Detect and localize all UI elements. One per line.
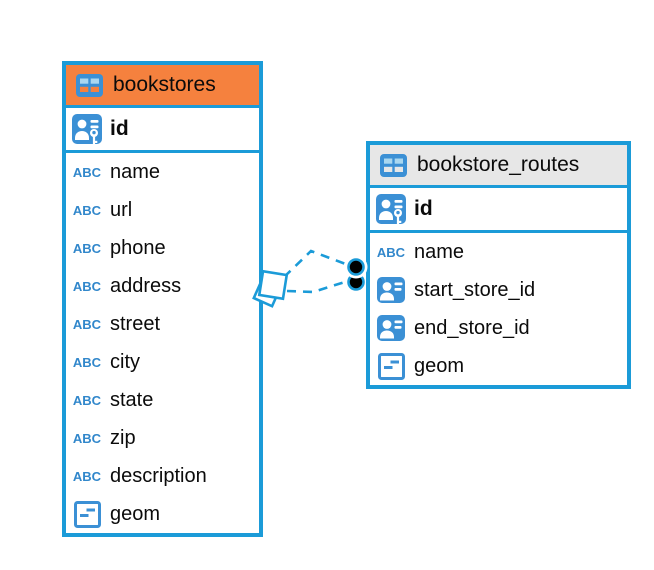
column-name: state [110,388,154,411]
column-name: geom [414,354,465,377]
text-type-icon: ABC [72,316,102,332]
column-name: address [110,274,182,297]
column-row-state[interactable]: ABC state [66,381,259,419]
column-row-geom[interactable]: geom [370,347,627,385]
column-row-name[interactable]: ABC name [66,153,259,191]
text-type-icon: ABC [72,392,102,408]
text-type-icon: ABC [72,468,102,484]
pk-row-bookstores-id[interactable]: id [66,108,259,153]
column-row-phone[interactable]: ABC phone [66,229,259,267]
object-type-icon [72,501,102,528]
column-row-zip[interactable]: ABC zip [66,419,259,457]
column-name: end_store_id [414,316,530,339]
column-row-name[interactable]: ABC name [370,233,627,271]
text-type-icon: ABC [72,430,102,446]
table-icon [378,154,408,177]
endpoint-halo [344,255,368,279]
column-row-city[interactable]: ABC city [66,343,259,381]
column-name: name [110,160,161,183]
text-type-icon: ABC [72,240,102,256]
column-name: zip [110,426,136,449]
reference-type-icon [376,277,406,303]
pk-column-name: id [414,197,433,220]
column-name: phone [110,236,166,259]
table-title: bookstores [113,73,216,96]
table-header-bookstores[interactable]: bookstores [66,65,259,108]
relationship-endpoint-1[interactable] [347,258,365,276]
table-title: bookstore_routes [417,153,580,176]
column-name: street [110,312,161,335]
primary-key-icon [72,114,102,145]
table-header-bookstore-routes[interactable]: bookstore_routes [370,145,627,188]
entity-table-bookstores[interactable]: bookstores id ABC name ABC url ABC phone… [62,61,263,537]
column-row-end-store-id[interactable]: end_store_id [370,309,627,347]
text-type-icon: ABC [72,164,102,180]
entity-table-bookstore-routes[interactable]: bookstore_routes id ABC name start_store… [366,141,631,389]
column-row-description[interactable]: ABC description [66,457,259,495]
column-row-address[interactable]: ABC address [66,267,259,305]
column-name: url [110,198,133,221]
column-row-geom[interactable]: geom [66,495,259,533]
pk-column-name: id [110,117,129,140]
relationship-endpoint-2[interactable] [347,273,365,291]
text-type-icon: ABC [376,244,406,260]
column-name: name [414,240,465,263]
column-name: geom [110,502,161,525]
object-type-icon [376,353,406,380]
relationship-line-2[interactable] [286,279,349,294]
relationship-line-1[interactable] [283,249,352,278]
column-row-start-store-id[interactable]: start_store_id [370,271,627,309]
column-name: description [110,464,207,487]
table-icon [74,74,104,97]
column-name: start_store_id [414,278,536,301]
text-type-icon: ABC [72,354,102,370]
column-name: city [110,350,140,373]
reference-type-icon [376,315,406,341]
pk-row-routes-id[interactable]: id [370,188,627,233]
primary-key-icon [376,194,406,225]
text-type-icon: ABC [72,278,102,294]
column-row-street[interactable]: ABC street [66,305,259,343]
column-row-url[interactable]: ABC url [66,191,259,229]
text-type-icon: ABC [72,202,102,218]
